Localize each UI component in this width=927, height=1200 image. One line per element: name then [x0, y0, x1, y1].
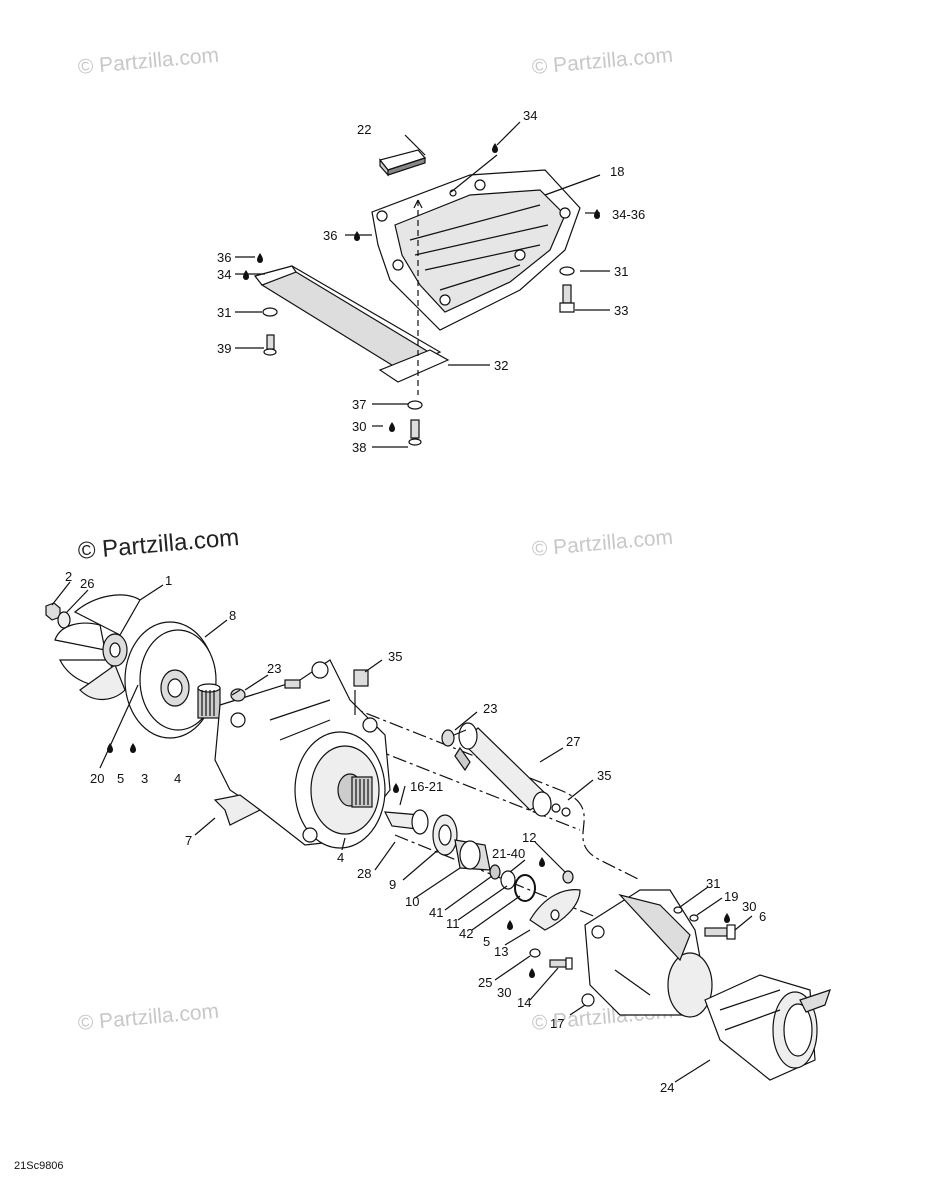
callout-12: 12 — [522, 830, 536, 845]
callout-10: 10 — [405, 894, 419, 909]
screw-6 — [704, 924, 736, 940]
callout-14: 14 — [517, 995, 531, 1010]
callout-37: 37 — [352, 397, 366, 412]
callout-4: 4 — [337, 850, 344, 865]
callout-16-21: 16-21 — [410, 779, 443, 794]
callout-38: 38 — [352, 440, 366, 455]
part-9-bearing — [432, 814, 458, 856]
part-35-fitting-top — [353, 669, 369, 715]
callout-17: 17 — [550, 1016, 564, 1031]
callout-31: 31 — [217, 305, 231, 320]
part-27-pipe — [454, 722, 552, 817]
part-7-housing — [213, 659, 391, 849]
callout-28: 28 — [357, 866, 371, 881]
callout-31: 31 — [614, 264, 628, 279]
callout-26: 26 — [80, 576, 94, 591]
part-41-bushing — [489, 864, 501, 880]
callout-36: 36 — [217, 250, 231, 265]
callout-39: 39 — [217, 341, 231, 356]
part-28-shaft — [383, 809, 429, 835]
callout-35: 35 — [597, 768, 611, 783]
screw-33 — [559, 284, 575, 313]
callout-35: 35 — [388, 649, 402, 664]
callout-42: 42 — [459, 926, 473, 941]
screw-14 — [549, 957, 573, 970]
callout-1: 1 — [165, 573, 172, 588]
part-42-oring — [514, 874, 536, 902]
part-8-wear-ring — [124, 621, 217, 739]
callout-7: 7 — [185, 833, 192, 848]
part-11-bearing — [500, 870, 516, 890]
callout-32: 32 — [494, 358, 508, 373]
callout-34: 34 — [523, 108, 537, 123]
callout-30: 30 — [497, 985, 511, 1000]
washer-31-right — [559, 266, 575, 276]
part-17-venturi — [581, 889, 713, 1018]
callout-5: 5 — [117, 771, 124, 786]
screw-39 — [263, 334, 277, 356]
callout-18: 18 — [610, 164, 624, 179]
callout-21-40: 21-40 — [492, 846, 525, 861]
callout-24: 24 — [660, 1080, 674, 1095]
part-24-nozzle — [704, 974, 831, 1081]
callout-41: 41 — [429, 905, 443, 920]
part-23-fitting-right — [441, 729, 467, 747]
bottom-assembly — [45, 581, 831, 1083]
washer-31 — [673, 906, 683, 914]
callout-34-36: 34-36 — [612, 207, 645, 222]
callout-33: 33 — [614, 303, 628, 318]
washer-19 — [689, 914, 699, 922]
callout-31: 31 — [706, 876, 720, 891]
part-10-seal — [454, 839, 491, 871]
screw-38 — [408, 419, 422, 446]
drawing-code: 21Sc9806 — [14, 1160, 64, 1172]
callout-34: 34 — [217, 267, 231, 282]
callout-3: 3 — [141, 771, 148, 786]
callout-11: 11 — [446, 916, 460, 931]
part-32-rail — [253, 265, 450, 383]
callout-8: 8 — [229, 608, 236, 623]
part-23-plug-left — [230, 688, 246, 702]
part-26-washer — [57, 611, 71, 629]
callout-30: 30 — [352, 419, 366, 434]
callout-23: 23 — [267, 661, 281, 676]
part-4-sleeve-right — [351, 776, 373, 808]
callout-19: 19 — [724, 889, 738, 904]
part-12-plug — [562, 870, 574, 884]
callout-6: 6 — [759, 909, 766, 924]
callout-36: 36 — [323, 228, 337, 243]
callout-5: 5 — [483, 934, 490, 949]
part-1-impeller — [54, 594, 141, 700]
callout-23: 23 — [483, 701, 497, 716]
callout-9: 9 — [389, 877, 396, 892]
part-4-sleeve-left — [197, 683, 221, 719]
part-13-cone — [529, 889, 581, 931]
washer-31-left — [262, 307, 278, 317]
callout-13: 13 — [494, 944, 508, 959]
callout-22: 22 — [357, 122, 371, 137]
washer-25 — [529, 948, 541, 958]
callout-4: 4 — [174, 771, 181, 786]
top-assembly — [235, 121, 610, 448]
part-35-orings — [551, 803, 571, 817]
callout-2: 2 — [65, 569, 72, 584]
washer-37 — [407, 400, 423, 410]
callout-30: 30 — [742, 899, 756, 914]
callout-27: 27 — [566, 734, 580, 749]
part-18-plate — [371, 169, 581, 331]
part-22-block — [378, 149, 427, 177]
callout-25: 25 — [478, 975, 492, 990]
callout-20: 20 — [90, 771, 104, 786]
